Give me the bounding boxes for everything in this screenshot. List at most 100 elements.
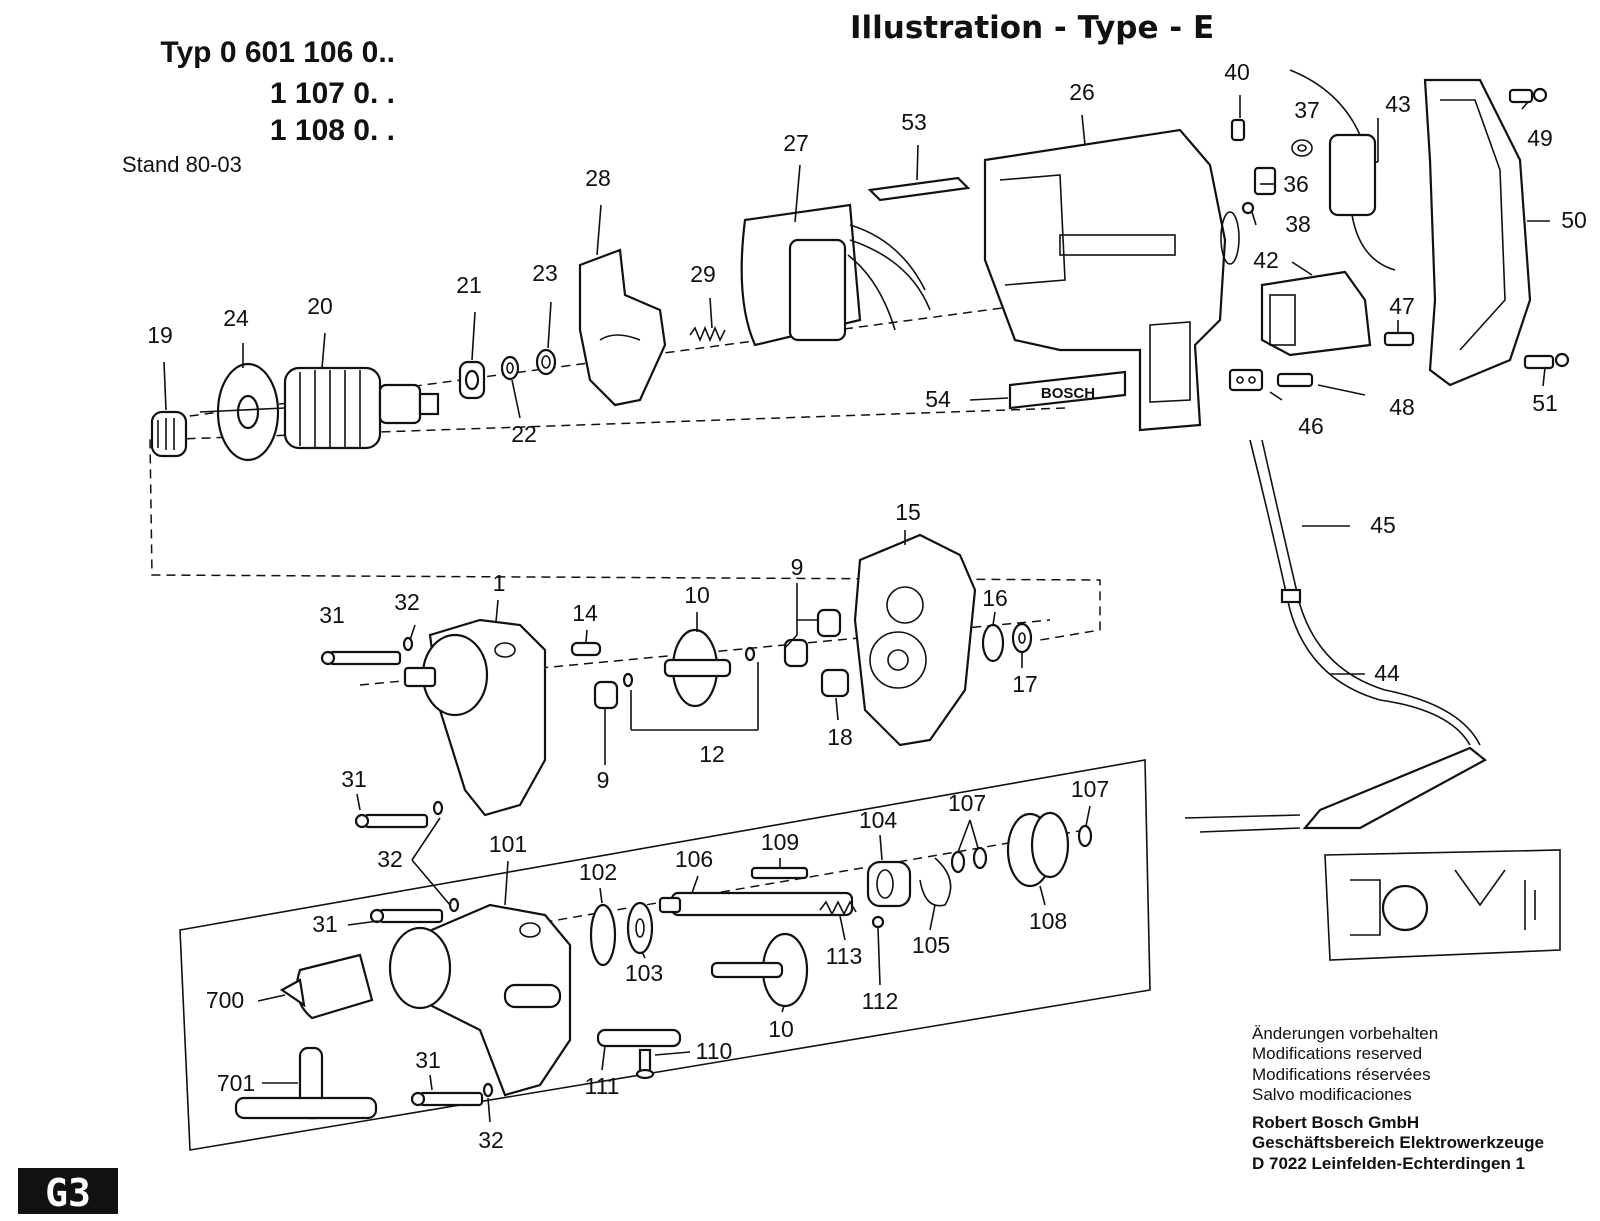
fan-24 (216, 362, 280, 462)
screw-49 (1508, 87, 1548, 104)
label-53: 53 (901, 109, 927, 135)
label-102: 102 (579, 859, 617, 885)
label-22: 22 (511, 421, 537, 447)
label-42: 42 (1253, 247, 1279, 273)
terminal-46 (1228, 368, 1264, 392)
leader-lines (163, 95, 1550, 1123)
chuck-key-701 (234, 1046, 378, 1120)
switch-42 (1260, 270, 1372, 357)
ball-bearing-21 (458, 360, 486, 400)
type-line-2: 1 107 0. . (270, 77, 395, 110)
power-cord-44-45 (1184, 439, 1487, 833)
gear-108 (1006, 811, 1070, 888)
footer-company: Robert Bosch GmbH (1252, 1113, 1419, 1132)
screw-110 (635, 1048, 655, 1080)
label-110: 110 (696, 1038, 733, 1064)
label-44: 44 (1374, 660, 1400, 686)
stand-date: Stand 80-03 (122, 152, 242, 177)
screw-38 (1241, 201, 1255, 215)
label-10-b: 10 (768, 1016, 794, 1042)
pin-14 (570, 641, 602, 657)
label-40: 40 (1224, 59, 1250, 85)
gear-102 (589, 903, 617, 967)
handle-half-50 (1423, 78, 1532, 387)
label-1: 1 (493, 570, 506, 596)
type-line-1: Typ 0 601 106 0.. (160, 36, 395, 69)
capacitor-43 (1289, 69, 1396, 271)
washer-12-a (622, 672, 634, 688)
label-36: 36 (1283, 171, 1309, 197)
ball-112 (871, 915, 885, 929)
label-20: 20 (307, 293, 333, 319)
label-19: 19 (147, 322, 173, 348)
label-32-c: 32 (478, 1127, 504, 1153)
spindle-106 (658, 891, 854, 917)
key-109 (750, 866, 809, 880)
washer-23 (535, 348, 557, 376)
label-700: 700 (206, 987, 244, 1013)
bearing-104 (866, 860, 912, 908)
washer-103 (626, 901, 654, 955)
brush-holder-28 (578, 248, 667, 407)
label-38: 38 (1285, 211, 1311, 237)
bearing-18 (820, 668, 850, 698)
washer-107-b (1077, 824, 1093, 848)
label-47: 47 (1389, 293, 1415, 319)
nameplate-53 (867, 176, 971, 202)
screw-31-b (354, 813, 429, 829)
washer-17 (1011, 622, 1033, 654)
label-54: 54 (925, 386, 951, 412)
label-21: 21 (456, 272, 482, 298)
drill-chuck-700 (279, 953, 374, 1020)
label-9-b: 9 (597, 767, 610, 793)
screw-31-d (410, 1091, 484, 1107)
label-28: 28 (585, 165, 611, 191)
label-103: 103 (625, 960, 663, 986)
label-48: 48 (1389, 394, 1415, 420)
label-26: 26 (1069, 79, 1095, 105)
label-32-b: 32 (377, 846, 403, 872)
label-50: 50 (1561, 207, 1587, 233)
armature-20 (199, 366, 440, 450)
label-27: 27 (783, 130, 809, 156)
label-15: 15 (895, 499, 921, 525)
svg-text:G3: G3 (45, 1171, 91, 1215)
screw-31-a (320, 650, 402, 666)
bearing-plate-15 (853, 533, 977, 747)
label-12: 12 (699, 741, 725, 767)
bearing-9-b (783, 638, 809, 668)
footer-notes: Änderungen vorbehalten Modifications res… (1252, 1024, 1544, 1173)
label-10-a: 10 (684, 582, 710, 608)
motor-housing-26 (983, 128, 1240, 432)
footer-line-4: Salvo modificaciones (1252, 1085, 1412, 1104)
bosch-plate-54: BOSCH (1008, 370, 1127, 410)
label-43: 43 (1385, 91, 1411, 117)
label-107-b: 107 (1071, 776, 1109, 802)
label-111: 111 (585, 1073, 620, 1099)
bearing-9-a (593, 680, 619, 710)
part-number-labels: 19 24 20 21 22 23 28 29 27 53 26 54 40 3… (147, 59, 1587, 1153)
footer-division: Geschäftsbereich Elektrowerkzeuge (1252, 1133, 1544, 1152)
label-29: 29 (690, 261, 716, 287)
label-24: 24 (223, 305, 249, 331)
label-9-a: 9 (791, 554, 804, 580)
label-104: 104 (859, 807, 898, 833)
screw-48 (1276, 372, 1314, 388)
label-109: 109 (761, 829, 799, 855)
label-113: 113 (826, 943, 863, 969)
label-112: 112 (862, 988, 899, 1014)
washer-32-c (448, 897, 460, 913)
screw-31-c (369, 908, 444, 924)
washer-12-b (744, 646, 756, 662)
armature-bearing-19 (150, 410, 188, 458)
label-23: 23 (532, 260, 558, 286)
label-105: 105 (912, 932, 950, 958)
label-18: 18 (827, 724, 853, 750)
footer-address: D 7022 Leinfelden-Echterdingen 1 (1252, 1154, 1525, 1173)
page-marker: G3 (18, 1168, 118, 1215)
washer-32-a (402, 636, 414, 652)
cable-clamp-40 (1230, 118, 1246, 142)
washer-32-b (432, 800, 444, 816)
screw-47 (1383, 331, 1415, 347)
label-17: 17 (1012, 671, 1038, 697)
